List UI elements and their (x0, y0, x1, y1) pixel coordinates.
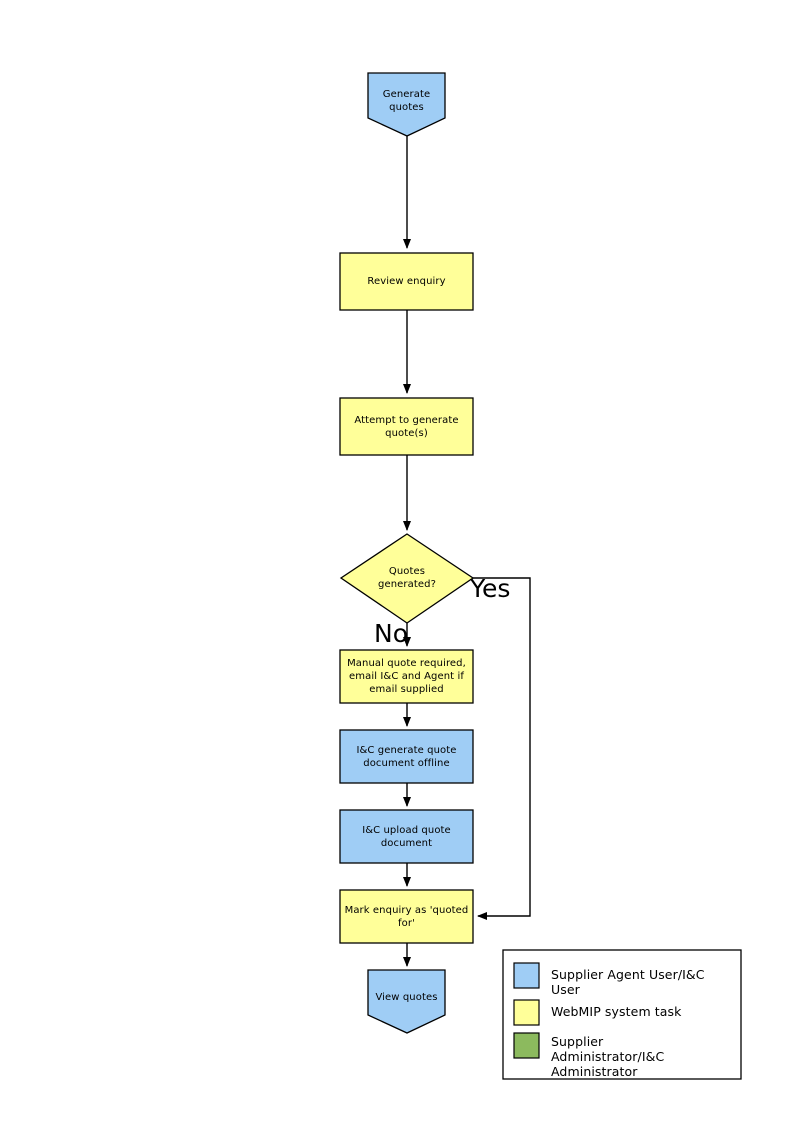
node-review-enquiry[interactable] (339, 252, 474, 311)
node-attempt-generate-quotes[interactable] (339, 397, 474, 456)
connector-decision-yes-to-mark (473, 577, 531, 920)
node-generate-quotes[interactable] (367, 72, 446, 137)
legend-swatch-supplier-administrator (513, 1032, 540, 1059)
node-ic-upload-quote-document[interactable] (339, 809, 474, 864)
edge-label-yes: Yes (470, 574, 511, 603)
node-view-quotes[interactable] (367, 969, 446, 1034)
legend-swatch-webmip-system-task (513, 999, 540, 1026)
node-quotes-generated-decision[interactable] (339, 533, 475, 624)
legend-swatch-supplier-agent-user (513, 962, 540, 989)
legend-label-supplier-agent-user: Supplier Agent User/I&C User (551, 967, 705, 997)
node-ic-generate-quote-offline[interactable] (339, 729, 474, 784)
node-mark-enquiry-quoted-for[interactable] (339, 889, 474, 944)
legend-box (502, 949, 742, 1080)
legend-label-webmip-system-task: WebMIP system task (551, 1004, 682, 1019)
edge-label-no: No (374, 619, 408, 648)
node-manual-quote-required[interactable] (339, 649, 474, 704)
legend-label-supplier-administrator: Supplier Administrator/I&C Administrator (551, 1034, 665, 1079)
